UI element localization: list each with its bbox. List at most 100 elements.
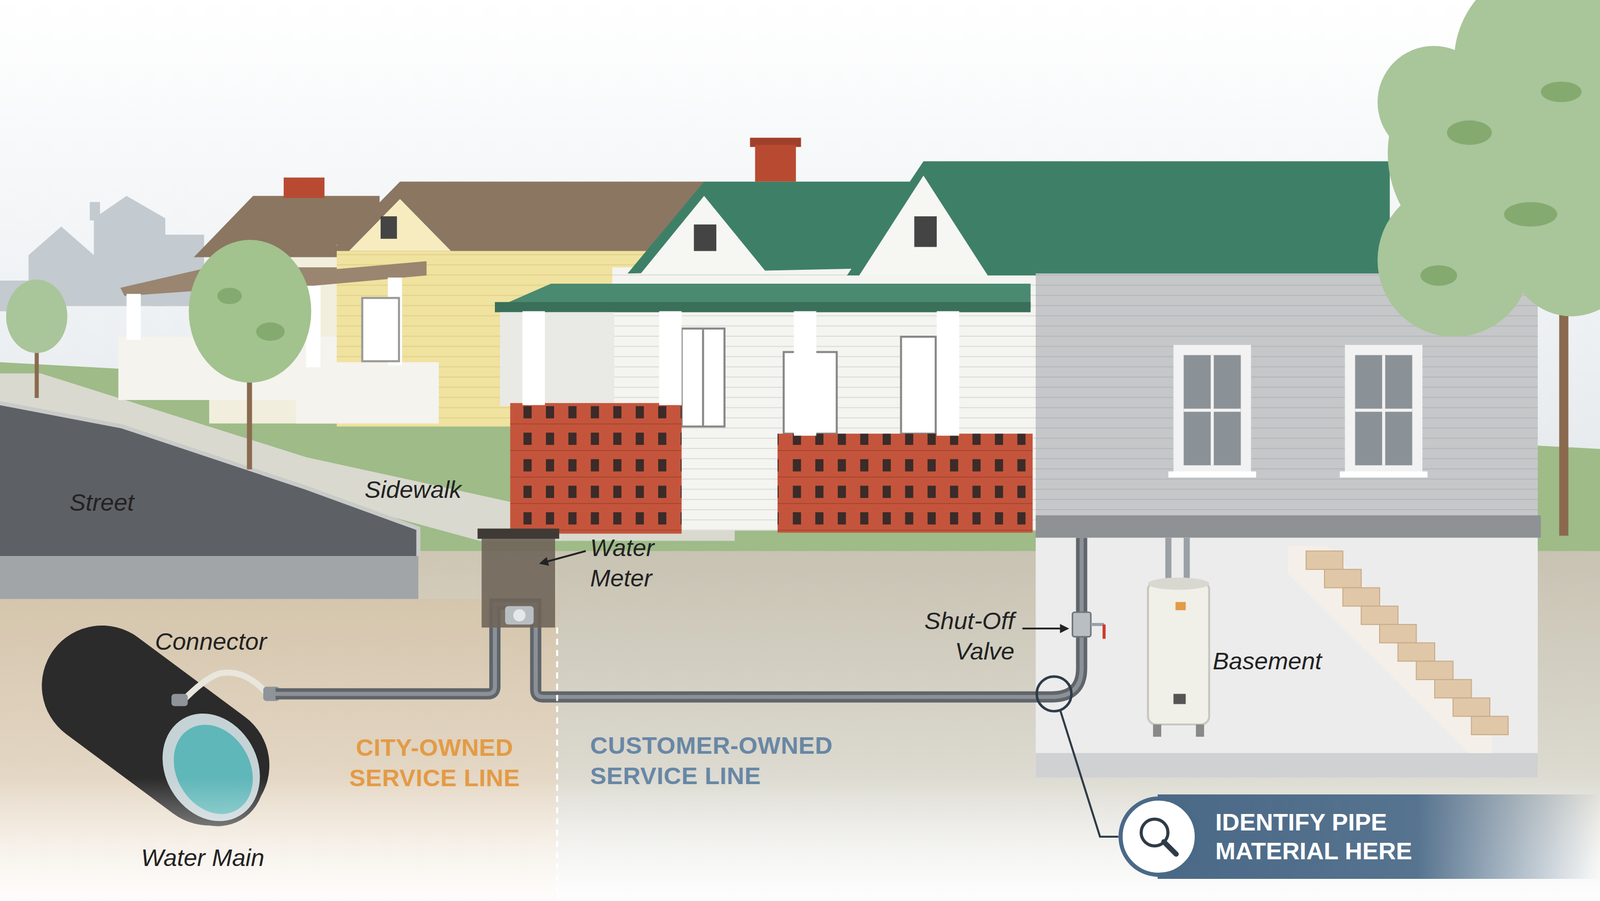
- house-grey-part: [1183, 408, 1242, 412]
- part-label: Connector: [155, 626, 267, 658]
- water-heater-part: [1153, 724, 1162, 737]
- shut-off-valve-part: [1090, 623, 1105, 627]
- part-label: Water Meter: [590, 532, 694, 594]
- trees-part: [1447, 120, 1492, 146]
- magnifier-icon: [1117, 795, 1200, 879]
- street-surface: [0, 403, 419, 600]
- house-white-green-part: [847, 161, 1390, 276]
- part-label: Shut-Off Valve: [890, 606, 1015, 667]
- part-label: Street: [69, 487, 134, 519]
- ownership-label: CITY-OWNED SERVICE LINE: [347, 732, 523, 794]
- meter-box-part: [505, 606, 534, 625]
- callout-text: IDENTIFY PIPE MATERIAL HERE: [1215, 807, 1442, 867]
- house-white-brown-part: [283, 177, 325, 199]
- connector-pipe-part: [171, 694, 188, 707]
- trees-part: [1420, 265, 1457, 286]
- water-heater-part: [1175, 601, 1186, 611]
- house-grey-part: [1354, 355, 1413, 466]
- water-heater-part: [1173, 694, 1186, 705]
- basement-part: [1416, 661, 1453, 680]
- basement-part: [1305, 551, 1343, 570]
- callout-box: IDENTIFY PIPE MATERIAL HERE: [1117, 794, 1600, 880]
- basement: [1035, 537, 1538, 778]
- connector-pipe-part: [181, 672, 268, 702]
- house-white-green-part: [494, 302, 1031, 313]
- water-heater: [1147, 537, 1210, 737]
- meter-box-part: [513, 609, 526, 622]
- ground-fade: [0, 777, 1600, 901]
- ownership-label: CUSTOMER-OWNED SERVICE LINE: [590, 730, 848, 792]
- house-yellow-part: [296, 362, 439, 424]
- shut-off-valve-part: [1102, 624, 1106, 640]
- house-yellow-part: [349, 198, 452, 251]
- background-houses-part: [89, 201, 100, 221]
- basement-part: [1343, 588, 1380, 607]
- meter-box: [477, 528, 560, 628]
- service-pipe: [275, 537, 1082, 697]
- house-grey-part: [1168, 471, 1257, 478]
- water-heater-part: [1147, 577, 1210, 591]
- ground-fade-part: [0, 777, 1600, 901]
- basement-part: [1453, 698, 1490, 717]
- house-yellow-part: [362, 298, 399, 362]
- basement-part: [1324, 569, 1362, 589]
- house-grey-part: [1354, 408, 1413, 412]
- trees-part: [217, 287, 243, 305]
- house-white-green-part: [858, 175, 988, 276]
- trees-part: [188, 239, 312, 383]
- house-white-green-part: [693, 224, 717, 252]
- basement-part: [1398, 643, 1435, 662]
- house-white-brown-part: [126, 294, 142, 340]
- part-label: Sidewalk: [364, 474, 462, 506]
- house-white-green-part: [659, 311, 682, 405]
- house-grey-part: [1035, 515, 1541, 539]
- magnifier-part: [1163, 841, 1177, 855]
- connector-pipe: [171, 672, 280, 707]
- house-white-green-part: [901, 336, 936, 434]
- leader-lines-part: [1036, 676, 1072, 712]
- magnifier-part: [1120, 798, 1197, 875]
- house-white-green-part: [640, 196, 768, 274]
- house-white-green-part: [500, 312, 615, 406]
- house-yellow-part: [331, 181, 704, 252]
- trees-part: [1540, 81, 1582, 103]
- meter-box-part: [481, 535, 556, 628]
- house-white-green-part: [777, 433, 1033, 533]
- water-heater-part: [1195, 724, 1204, 737]
- trees-part: [1504, 201, 1558, 227]
- leader-lines-part: [1060, 710, 1119, 837]
- trees: [6, 0, 1600, 536]
- house-grey-part: [1339, 471, 1428, 478]
- service-pipe-part: [275, 537, 1082, 697]
- water-heater-part: [1147, 581, 1210, 725]
- house-grey-part: [1183, 355, 1242, 466]
- leader-lines-part: [540, 551, 586, 564]
- service-pipe-part: [275, 537, 1082, 697]
- shut-off-valve: [1072, 612, 1105, 640]
- house-white-green-part: [754, 144, 796, 182]
- trees-part: [255, 322, 285, 341]
- house-white-green-part: [936, 311, 960, 436]
- shut-off-valve-part: [1072, 612, 1092, 638]
- house-white-green-part: [522, 311, 546, 405]
- basement-part: [1434, 679, 1472, 699]
- leader-lines-part: [1022, 627, 1068, 630]
- house-white-green-part: [681, 328, 725, 427]
- basement-part: [1361, 606, 1398, 625]
- house-yellow-part: [285, 261, 427, 288]
- trees-part: [1377, 183, 1531, 337]
- house-white-green-part: [701, 328, 704, 427]
- house-white-green-part: [914, 216, 937, 247]
- leader-lines: [540, 551, 1119, 837]
- basement-part: [1035, 537, 1538, 778]
- house-grey-part: [1173, 345, 1252, 476]
- house-white-green-part: [794, 311, 817, 436]
- trees-part: [6, 279, 68, 354]
- street-surface-part: [0, 556, 419, 599]
- meter-box-part: [477, 528, 560, 540]
- basement-part: [1379, 624, 1417, 644]
